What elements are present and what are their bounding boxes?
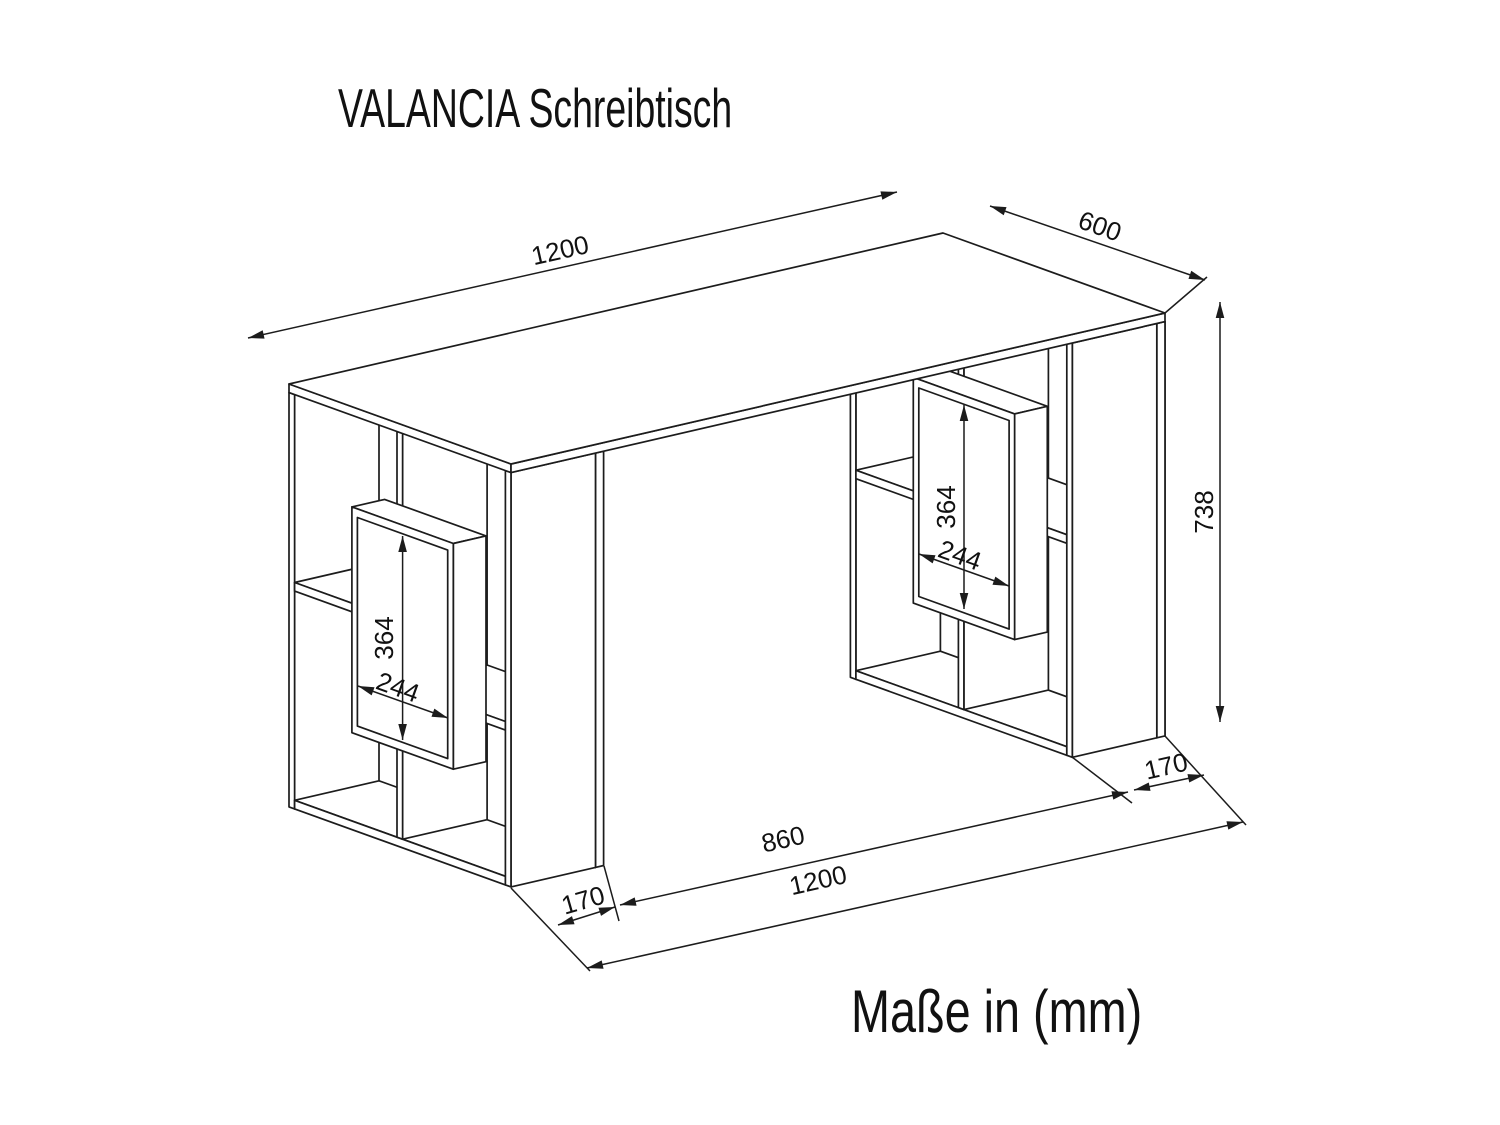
units-caption: Maße in (mm) [851,978,1142,1045]
dim-right-box-height: 364 [931,405,969,609]
arrowhead [1111,791,1128,800]
right-leg-front-board-edge [1065,340,1074,759]
arrowhead [587,960,604,969]
arrowhead [398,724,407,740]
extension-line [1164,276,1208,314]
arrowhead [598,907,615,916]
extension-line [603,865,620,922]
arrowhead [398,536,407,552]
extension-line [1071,756,1133,804]
right-leg-front-board [1071,322,1158,759]
extension-line [510,887,591,972]
drawing-title: VALANCIA Schreibtisch [338,77,732,139]
dim-left-box-height: 364 [369,536,407,740]
arrowhead [248,330,265,339]
arrowhead [620,897,637,906]
dim-leg-span-line [619,791,1129,906]
left-leg-inner-panel-front-edge [594,450,605,869]
dim-leg-span-label: 860 [759,820,808,859]
arrowhead [431,708,448,718]
right-box-side [1013,405,1049,641]
arrowhead [1134,782,1151,791]
arrowhead [1187,774,1204,783]
dim-top-length-label: 1200 [529,229,592,271]
dim-bottom-total-line [586,821,1244,969]
arrowhead [558,916,575,925]
dim-height: 738 [1189,302,1225,722]
left-leg-front-board-edge [504,469,512,888]
arrowhead [358,686,375,696]
extension-line [1164,735,1247,826]
dim-height-label: 738 [1189,490,1219,533]
arrowhead [880,191,897,200]
left-box-side [452,535,487,771]
dim-top-length-line [247,191,898,339]
arrowhead [1226,821,1243,830]
arrowhead [919,554,936,564]
arrowhead [1215,302,1225,318]
dim-top-depth-line [989,205,1206,281]
dim-bottom-left-overhang-label: 170 [558,880,608,921]
left-leg-front-board [510,452,597,888]
left-leg-back-board-edge [288,391,296,810]
dim-top-depth-label: 600 [1074,205,1125,248]
arrowhead [1188,270,1205,280]
dim-bottom-total: 1200 [586,821,1244,969]
arrowhead [959,593,969,609]
desktop [288,232,1166,474]
arrowhead [992,576,1009,586]
dim-leg-span: 860 [619,791,1129,906]
dim-right-box-height-label: 364 [931,485,961,528]
dim-bottom-left-overhang: 170 [557,880,616,926]
dimension-annotations [510,276,1247,972]
right-leg-outer-panel-front-edge [1155,320,1166,739]
arrowhead [1215,706,1225,722]
dim-bottom-right-overhang: 170 [1133,747,1205,791]
arrowhead [959,405,969,421]
arrowhead [990,206,1007,216]
dim-left-box-height-label: 364 [369,616,399,659]
